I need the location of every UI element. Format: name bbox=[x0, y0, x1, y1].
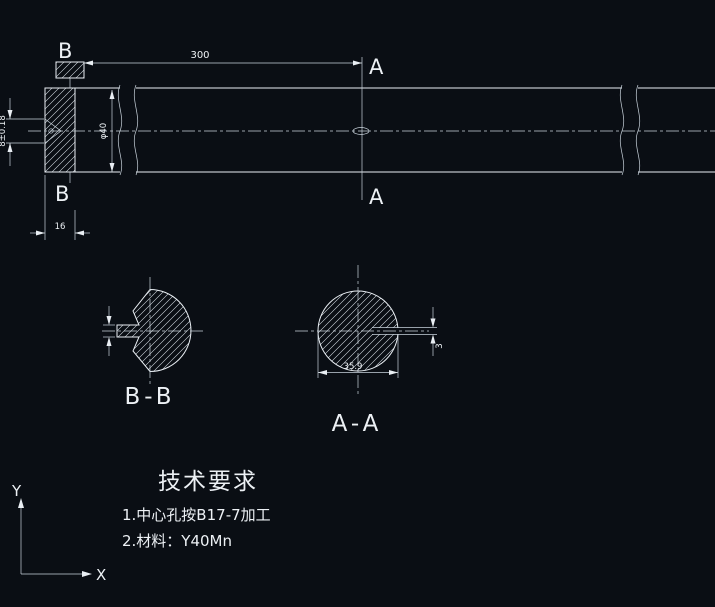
dim-arrow bbox=[353, 60, 362, 66]
dim-arrow bbox=[430, 318, 436, 328]
dim-arrow bbox=[7, 143, 13, 152]
dim-arrow bbox=[36, 230, 45, 236]
dim-arrow bbox=[106, 316, 112, 325]
dim-arrow bbox=[318, 370, 327, 375]
ucs-x-arrow bbox=[82, 571, 92, 577]
dim-arrow bbox=[109, 90, 115, 99]
section-b-marker: B B bbox=[55, 39, 85, 206]
tech-requirements: 技术要求 1.中心孔按B17-7加工 2.材料：Y40Mn bbox=[122, 469, 271, 550]
dim-arrow bbox=[106, 337, 112, 346]
dimension-center-hole: 8±0.18 bbox=[0, 98, 44, 166]
section-b-box bbox=[55, 61, 85, 79]
dim-arrow bbox=[389, 370, 398, 375]
dim-arrow bbox=[7, 110, 13, 119]
ucs-icon: Y X bbox=[11, 482, 106, 584]
section-a-marker: A A bbox=[361, 55, 384, 209]
dimension-shaft-diameter: φ40 bbox=[99, 90, 115, 172]
dim-arrow bbox=[84, 60, 93, 66]
ucs-x-label: X bbox=[96, 566, 106, 584]
dimension-shaft-length: 300 bbox=[84, 50, 362, 66]
ucs-y-label: Y bbox=[11, 482, 22, 500]
dim-arrow bbox=[430, 334, 436, 344]
break-line bbox=[619, 84, 625, 176]
section-label-b-top: B bbox=[58, 39, 72, 63]
section-label-a-top: A bbox=[369, 55, 384, 79]
dimension-end-width: 16 bbox=[30, 175, 90, 240]
view-label-aa: A-A bbox=[332, 411, 383, 437]
bb-section-shape bbox=[116, 288, 192, 373]
dim-text-end-width: 16 bbox=[55, 222, 66, 232]
section-view-aa: 3 35.9 A-A bbox=[295, 265, 445, 437]
tech-requirements-title: 技术要求 bbox=[158, 469, 258, 495]
dim-text-diameter: φ40 bbox=[99, 123, 109, 139]
dim-text-center-hole: 8±0.18 bbox=[0, 115, 8, 146]
dim-text-section-width: 35.9 bbox=[344, 362, 363, 372]
section-view-bb: B-B bbox=[102, 277, 204, 410]
center-hole-cone bbox=[44, 118, 62, 144]
break-line bbox=[635, 84, 641, 176]
center-hole-mark bbox=[48, 128, 54, 134]
tech-requirement-item: 1.中心孔按B17-7加工 bbox=[122, 506, 271, 524]
dim-text-length: 300 bbox=[190, 50, 209, 61]
section-label-b-bottom: B bbox=[55, 182, 69, 206]
ucs-y-arrow bbox=[18, 498, 24, 508]
break-line bbox=[133, 84, 139, 176]
break-line bbox=[117, 84, 123, 176]
dim-text-cross-hole: 3 bbox=[435, 343, 445, 348]
dim-arrow bbox=[109, 163, 115, 172]
section-label-a-bottom: A bbox=[369, 185, 384, 209]
cross-hole-ellipse bbox=[352, 127, 370, 135]
tech-requirement-item: 2.材料：Y40Mn bbox=[122, 532, 232, 550]
view-label-bb: B-B bbox=[124, 384, 175, 410]
shaft-main-view bbox=[28, 84, 715, 176]
dim-arrow bbox=[75, 230, 84, 236]
